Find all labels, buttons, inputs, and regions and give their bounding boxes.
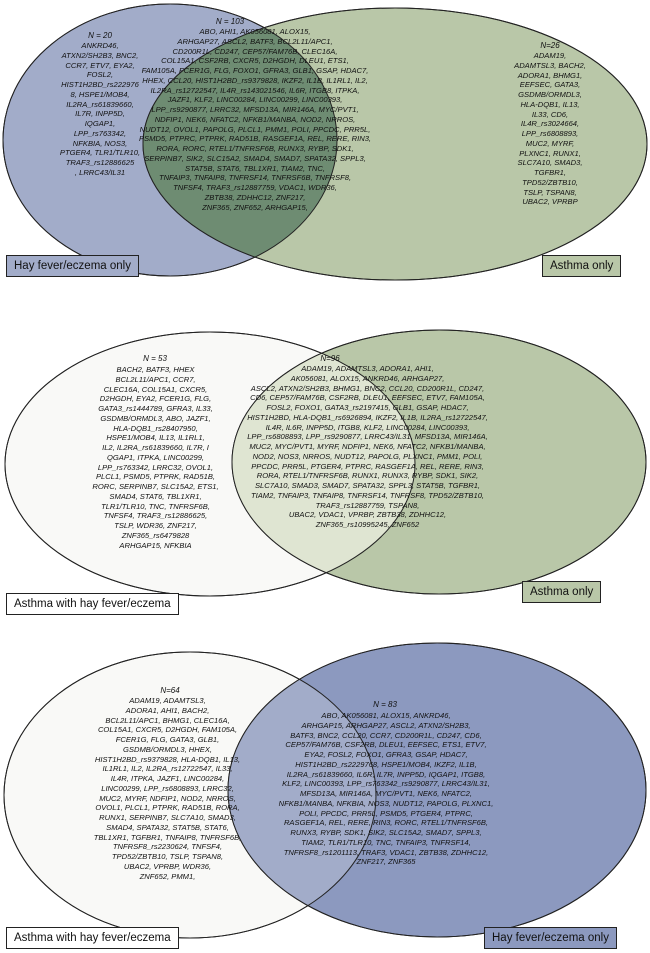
- hayfever-only-count-3: N = 83: [373, 700, 397, 709]
- venn-panel-asthma-with-vs-hayfever-only: N=64 ADAM19, ADAMTSL3, ADORA1, AHI1, BAC…: [0, 640, 650, 953]
- asthma-with-hayfever-genes: BACH2, BATF3, HHEX BCL2L11/APC1, CCR7, C…: [92, 365, 219, 550]
- asthma-only-count: N=26: [540, 41, 560, 50]
- asthma-only-label-2: Asthma only: [522, 581, 602, 603]
- hayfever-only-count: N = 20: [88, 31, 112, 40]
- overlap-genes-2: ADAM19, ADAMTSL3, ADORA1, AHI1, AK056081…: [247, 364, 488, 529]
- hayfever-only-genes: ANKRD46, ATXN2/SH2B3, BNC2, CCR7, ETV7, …: [59, 41, 141, 177]
- asthma-with-hayfever-label-3: Asthma with hay fever/eczema: [6, 927, 179, 949]
- venn-diagram-2: [4, 329, 647, 597]
- overlap-count: N = 103: [215, 17, 245, 26]
- overlap-region: [143, 8, 337, 276]
- venn-diagram-3: [3, 642, 647, 939]
- venn-panel-hayfever-vs-asthma: N = 20 ANKRD46, ATXN2/SH2B3, BNC2, CCR7,…: [0, 0, 650, 310]
- venn-panel-asthma-with-vs-asthma-only: N = 53 BACH2, BATF3, HHEX BCL2L11/APC1, …: [0, 320, 650, 630]
- overlap-region-3: [228, 652, 376, 937]
- overlap-region-2: [232, 332, 415, 594]
- asthma-only-label: Asthma only: [542, 255, 622, 277]
- asthma-with-hayfever-count-3: N=64: [160, 686, 180, 695]
- overlap-genes: ABO, AHI1, AK056081, ALOX15, ARHGAP27, A…: [138, 27, 372, 212]
- hayfever-only-genes-3: ABO, AK056081, ALOX15, ANKRD46, ARHGAP15…: [278, 711, 494, 867]
- asthma-with-hayfever-count: N = 53: [143, 354, 167, 363]
- asthma-with-hayfever-genes-3: ADAM19, ADAMTSL3, ADORA1, AHI1, BACH2, B…: [93, 696, 242, 881]
- hayfever-only-label: Hay fever/eczema only: [6, 255, 139, 277]
- venn-diagram-1: [2, 3, 648, 281]
- asthma-with-hayfever-label: Asthma with hay fever/eczema: [6, 593, 179, 615]
- hayfever-only-label-3: Hay fever/eczema only: [484, 927, 617, 949]
- asthma-only-genes: ADAM19, ADAMTSL3, BACH2, ADORA1, BHMG1, …: [514, 51, 586, 207]
- overlap-count-2: N=96: [320, 354, 340, 363]
